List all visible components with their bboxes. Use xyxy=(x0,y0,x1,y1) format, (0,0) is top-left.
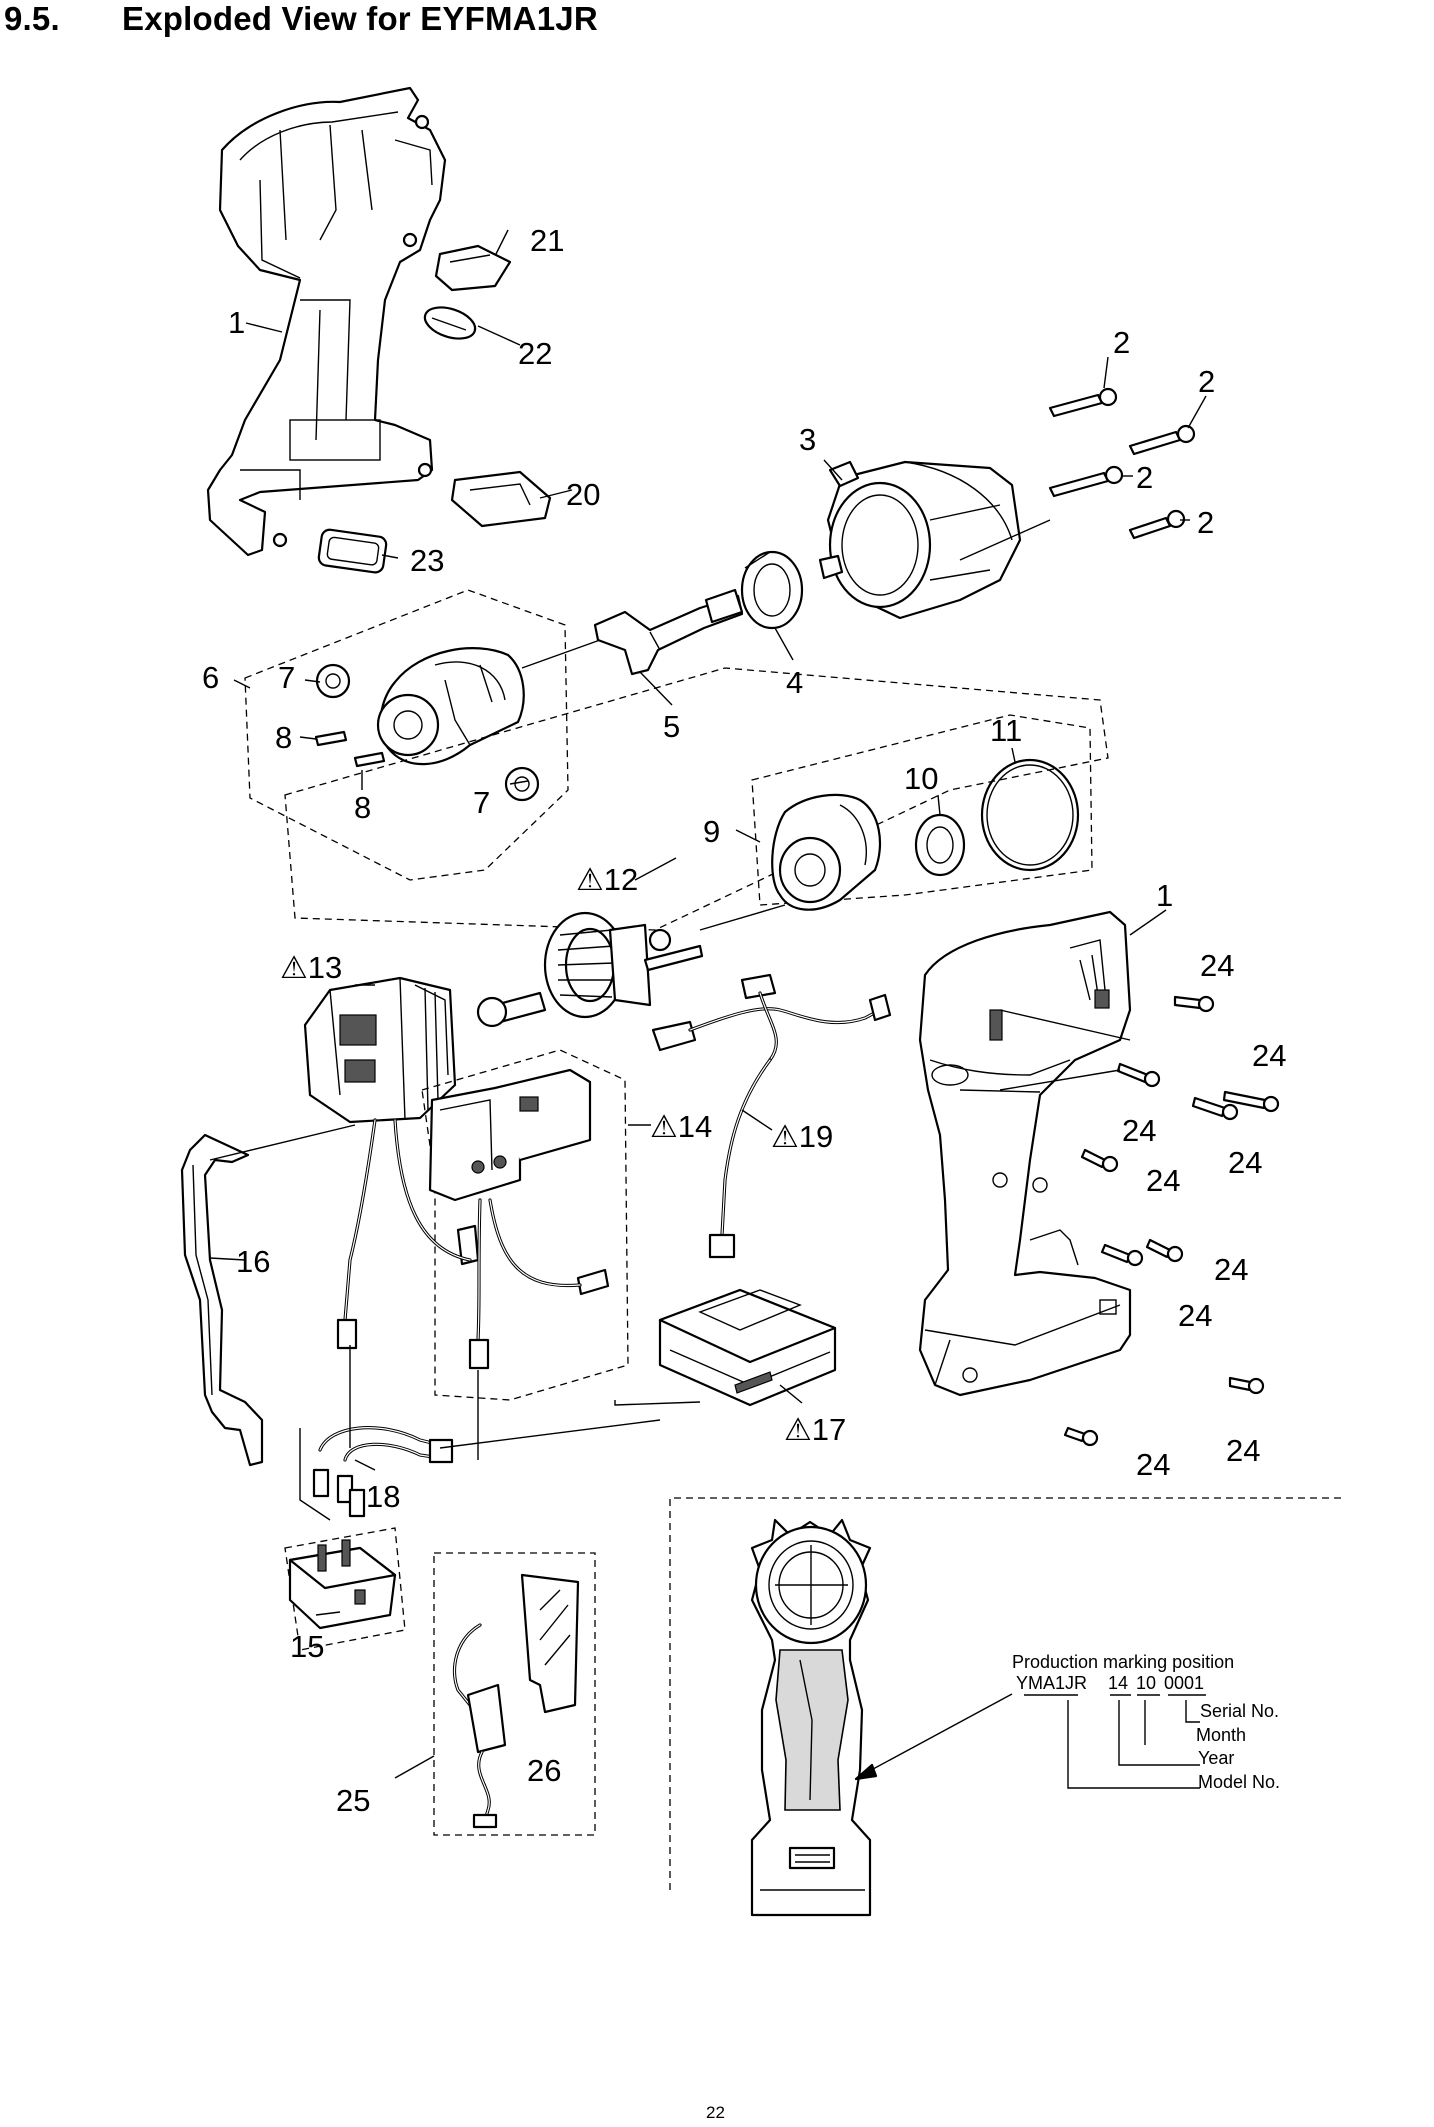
part-24-screws xyxy=(1063,995,1280,1447)
marking-model-label: Model No. xyxy=(1198,1772,1280,1792)
callout-12: ⚠12 xyxy=(576,862,638,897)
callout-20: 20 xyxy=(566,477,600,512)
part-22-lens xyxy=(423,306,477,340)
part-11-o-ring xyxy=(980,758,1080,872)
callout-7-b: 7 xyxy=(473,785,490,820)
marking-serial-code: 0001 xyxy=(1164,1673,1204,1693)
group-box-9-inner xyxy=(751,714,1093,906)
marking-month-code: 10 xyxy=(1136,1673,1156,1693)
marking-model-code: YMA1JR xyxy=(1016,1673,1087,1693)
part-26-film xyxy=(520,1573,580,1714)
part-20-plate xyxy=(450,470,552,528)
marking-serial-label: Serial No. xyxy=(1200,1701,1279,1721)
marking-pointer-arrow xyxy=(861,1693,1013,1776)
callout-24-g: 24 xyxy=(1178,1298,1212,1333)
callout-8-a: 8 xyxy=(275,720,292,755)
section-title: Exploded View for EYFMA1JR xyxy=(122,0,598,37)
marking-leader-lines xyxy=(1024,1694,1206,1789)
callout-21: 21 xyxy=(530,223,564,258)
marking-year-code: 14 xyxy=(1108,1673,1128,1693)
part-16-bracket xyxy=(180,1133,264,1467)
callout-1-top: 1 xyxy=(228,305,245,340)
part-12-armature xyxy=(476,911,704,1028)
callout-10: 10 xyxy=(904,761,938,796)
internal-wiring xyxy=(299,1118,582,1521)
marking-pointer-arrowhead xyxy=(854,1763,878,1781)
assembly-axis-lines xyxy=(209,519,1131,1460)
callout-5: 5 xyxy=(663,709,680,744)
part-7-planet-gears xyxy=(315,663,540,802)
part-callouts: 1 1 2 2 2 2 3 4 5 6 7 7 8 8 9 10 11 ⚠12 … xyxy=(202,223,1286,1818)
part-19-wire-harness xyxy=(651,973,892,1259)
marking-inset-border xyxy=(669,1497,1345,1890)
callout-22: 22 xyxy=(518,336,552,371)
callout-2-b: 2 xyxy=(1198,364,1215,399)
part-6-carrier xyxy=(376,647,525,766)
marking-heading: Production marking position xyxy=(1012,1652,1234,1672)
part-10-ring xyxy=(914,813,966,877)
callout-13: ⚠13 xyxy=(280,950,342,985)
part-3-gear-case xyxy=(818,460,1022,620)
callout-24-h: 24 xyxy=(1226,1433,1260,1468)
part-2-screws xyxy=(1048,387,1196,540)
production-marking-text: Production marking position YMA1JR 14 10… xyxy=(1012,1652,1280,1792)
callout-1-right: 1 xyxy=(1156,878,1173,913)
callout-6: 6 xyxy=(202,660,219,695)
marking-tool-silhouette xyxy=(750,1518,872,1917)
callout-leader-lines xyxy=(209,229,1207,1779)
part-18-connectors xyxy=(312,1468,366,1518)
part-9-clutch xyxy=(771,793,882,911)
callout-7-a: 7 xyxy=(278,660,295,695)
part-1-left-housing xyxy=(206,86,447,557)
callout-11: 11 xyxy=(990,713,1022,748)
callout-24-a: 24 xyxy=(1200,948,1234,983)
callout-8-b: 8 xyxy=(354,790,371,825)
part-14-switch xyxy=(428,1068,610,1296)
part-13-motor xyxy=(303,976,457,1124)
callout-26: 26 xyxy=(527,1753,561,1788)
part-15-terminal-block xyxy=(288,1539,397,1630)
group-box-14 xyxy=(421,1049,629,1401)
callout-2-a: 2 xyxy=(1113,325,1130,360)
marking-month-label: Month xyxy=(1196,1725,1246,1745)
group-box-6 xyxy=(244,589,569,881)
group-box-25-26 xyxy=(433,1552,596,1836)
callout-23: 23 xyxy=(410,543,444,578)
callout-24-b: 24 xyxy=(1252,1038,1286,1073)
group-box-15 xyxy=(284,1527,406,1651)
callout-15: 15 xyxy=(290,1629,324,1664)
callout-24-e: 24 xyxy=(1146,1163,1180,1198)
group-box-9 xyxy=(284,667,1109,931)
callout-24-i: 24 xyxy=(1136,1447,1170,1482)
callout-25: 25 xyxy=(336,1783,370,1818)
part-1-right-housing xyxy=(918,910,1132,1397)
part-4-washer xyxy=(740,550,804,630)
page-title: 9.5. Exploded View for EYFMA1JR xyxy=(4,0,598,38)
section-number: 9.5. xyxy=(4,0,60,37)
part-25-sensor xyxy=(452,1623,507,1829)
callout-9: 9 xyxy=(703,814,720,849)
callout-2-c: 2 xyxy=(1136,460,1153,495)
part-8-pins xyxy=(314,730,386,768)
callout-24-c: 24 xyxy=(1122,1113,1156,1148)
callout-19: ⚠19 xyxy=(771,1119,833,1154)
part-23-pad xyxy=(317,528,388,574)
callout-18: 18 xyxy=(366,1479,400,1514)
callout-17: ⚠17 xyxy=(784,1412,846,1447)
part-17-controller xyxy=(658,1288,837,1407)
callout-24-f: 24 xyxy=(1214,1252,1248,1287)
callout-14: ⚠14 xyxy=(650,1109,712,1144)
marking-year-label: Year xyxy=(1198,1748,1234,1768)
part-5-anvil xyxy=(593,588,744,676)
callout-2-d: 2 xyxy=(1197,505,1214,540)
callout-24-d: 24 xyxy=(1228,1145,1262,1180)
callout-3: 3 xyxy=(799,422,816,457)
callout-16: 16 xyxy=(236,1244,270,1279)
page-number: 22 xyxy=(706,2103,725,2122)
part-21-pad xyxy=(434,244,512,292)
callout-4: 4 xyxy=(786,665,803,700)
